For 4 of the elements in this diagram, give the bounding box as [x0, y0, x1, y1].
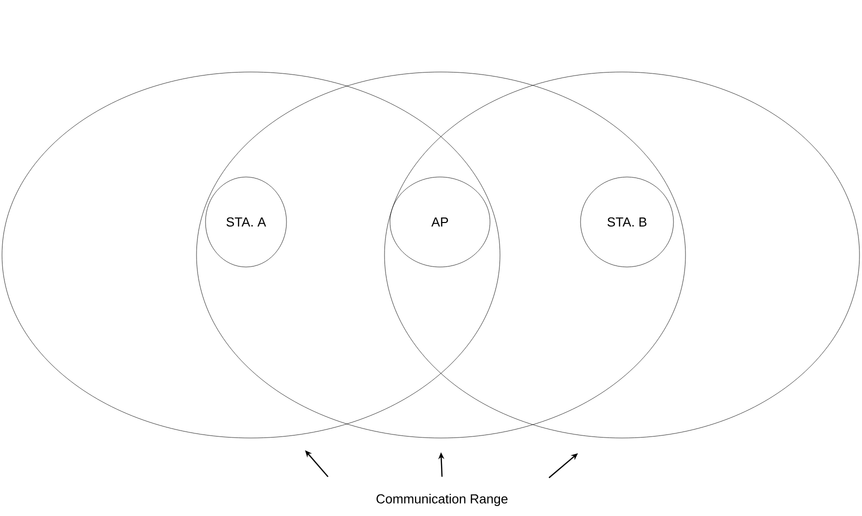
range-ellipse — [2, 72, 500, 438]
range-ellipse — [196, 72, 686, 438]
range-label: Communication Range — [376, 494, 508, 506]
range-ellipse — [384, 72, 860, 438]
